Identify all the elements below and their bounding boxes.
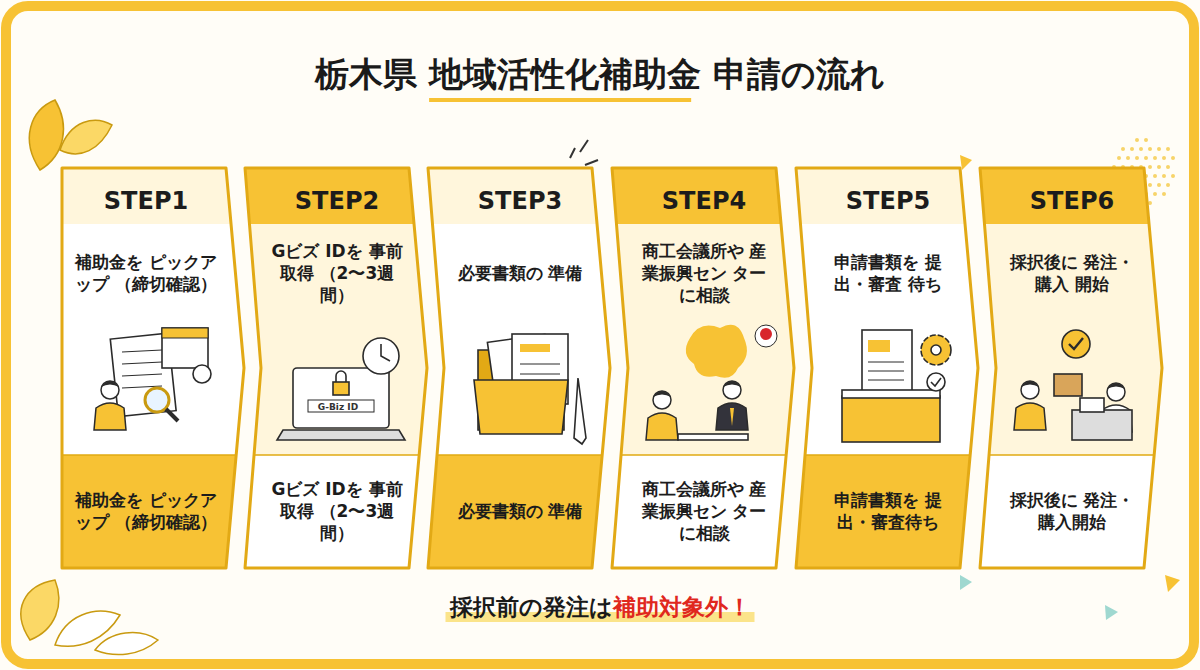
screen-label: G-Biz ID	[303, 403, 373, 412]
note-text: 採択前の発注は	[450, 592, 613, 623]
step-heading: 必要書類の 準備	[450, 230, 590, 316]
step-card: STEP6 採択後に 発注・購入 開始採択後に 発注・購入開始	[980, 168, 1162, 568]
card-shape	[59, 165, 247, 571]
triangle-decoration	[570, 140, 1180, 620]
title: 栃木県 地域活性化補助金 申請の流れ	[0, 52, 1200, 98]
step-card: STEP3必要書類の 準備必要書類の 準備	[428, 168, 610, 568]
step-heading: 申請書類を 提出・審査 待ち	[818, 230, 958, 316]
step-heading: Gビズ IDを 事前取得 （2〜3週間）	[267, 230, 407, 316]
step-heading: 補助金を ピックアップ （締切確認）	[68, 230, 224, 316]
step-label: STEP5	[818, 180, 958, 224]
step-label: STEP2	[267, 180, 407, 224]
step-card: STEP2Gビズ IDを 事前取得 （2〜3週間） Gビズ IDを 事前取得 （2…	[245, 168, 427, 568]
step-summary: Gビズ IDを 事前取得 （2〜3週間）	[267, 464, 407, 558]
step-illustration	[1014, 330, 1132, 440]
step-card: STEP1 補助金を ピックアップ （締切確認） 補助金を ピックアップ （締切確認…	[62, 168, 244, 568]
step-heading: 商工会議所や 産業振興セン ターに相談	[634, 230, 774, 316]
step-summary: 商工会議所や 産業振興セン ターに相談	[634, 464, 774, 558]
card-shape	[977, 165, 1165, 571]
step-illustration	[277, 338, 405, 440]
step-label: STEP3	[450, 180, 590, 224]
step-illustration	[646, 325, 777, 440]
card-shape	[793, 165, 981, 571]
step-illustration	[474, 334, 586, 444]
step-summary: 必要書類の 準備	[450, 464, 590, 558]
step-label: STEP1	[68, 180, 224, 224]
step-heading: 採択後に 発注・購入 開始	[1002, 230, 1142, 316]
page-frame	[6, 6, 1194, 664]
note-text: 補助対象外！	[613, 592, 751, 623]
step-illustration	[94, 328, 211, 430]
step-illustration	[842, 330, 951, 442]
step-label: STEP6	[1002, 180, 1142, 224]
step-summary: 採択後に 発注・購入開始	[1002, 464, 1142, 558]
step-summary: 補助金を ピックアップ （締切確認）	[68, 464, 224, 558]
step-card: STEP4商工会議所や 産業振興セン ターに相談商工会議所や 産業振興セン ター…	[612, 168, 794, 568]
step-summary: 申請書類を 提出・審査待ち	[818, 464, 958, 558]
step-label: STEP4	[634, 180, 774, 224]
step-card: STEP5 申請書類を 提出・審査 待ち申請書類を 提出・審査待ち	[796, 168, 978, 568]
title-underline	[429, 98, 691, 102]
